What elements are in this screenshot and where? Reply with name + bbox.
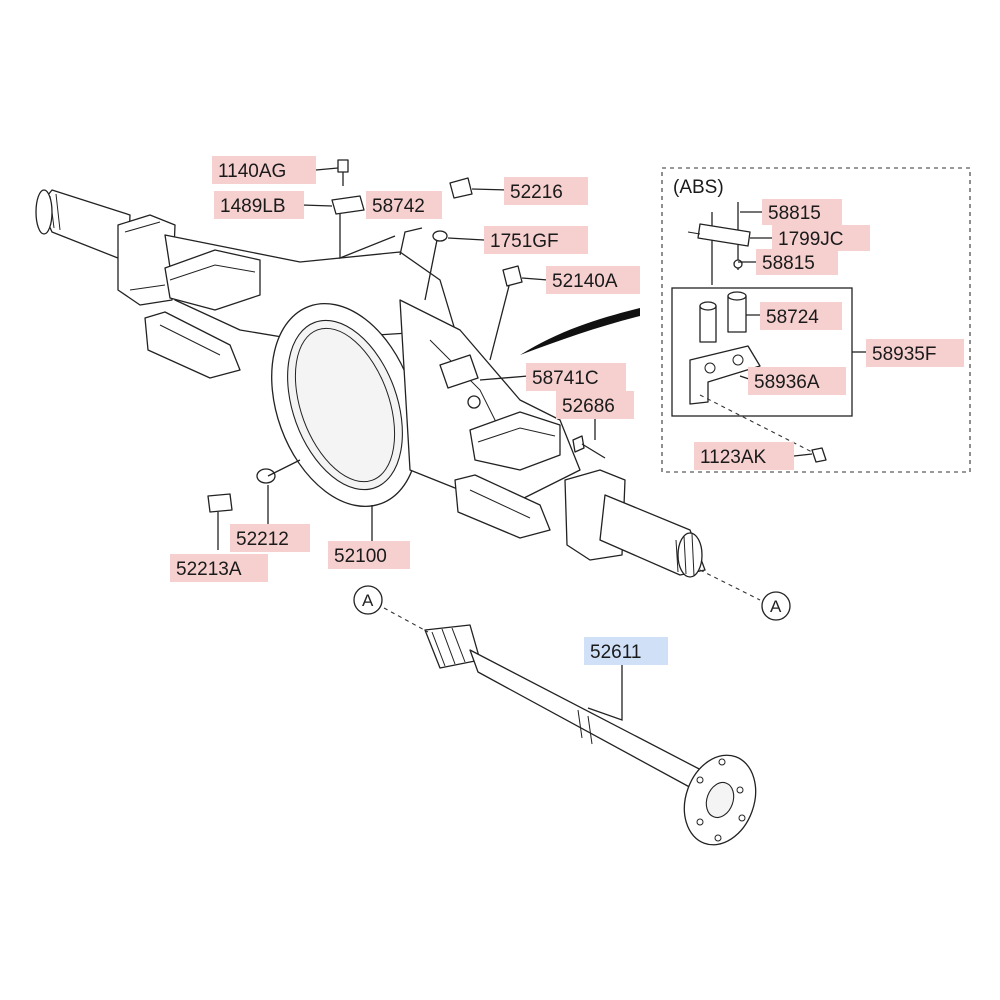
part-label-52212[interactable]: 52212 — [230, 524, 310, 552]
svg-text:A: A — [770, 597, 782, 616]
svg-text:1140AG: 1140AG — [218, 161, 286, 182]
part-label-52686[interactable]: 52686 — [556, 391, 634, 419]
part-label-58815-top[interactable]: 58815 — [762, 199, 842, 225]
part-label-58741c[interactable]: 58741C — [526, 363, 626, 391]
part-label-58936a[interactable]: 58936A — [748, 367, 846, 395]
part-label-52140a[interactable]: 52140A — [546, 266, 640, 294]
part-label-58742[interactable]: 58742 — [366, 191, 442, 219]
part-label-1489lb[interactable]: 1489LB — [214, 191, 304, 219]
svg-text:A: A — [362, 591, 374, 610]
svg-text:58741C: 58741C — [532, 368, 599, 389]
svg-text:52686: 52686 — [562, 396, 615, 417]
axle-housing-drawing — [35, 159, 706, 578]
svg-text:52213A: 52213A — [176, 559, 242, 580]
part-label-58724[interactable]: 58724 — [760, 302, 842, 330]
part-label-1123ak[interactable]: 1123AK — [694, 442, 794, 470]
svg-text:52611: 52611 — [590, 642, 641, 663]
svg-text:58815: 58815 — [768, 203, 821, 224]
part-label-58935f[interactable]: 58935F — [866, 339, 964, 367]
svg-text:1751GF: 1751GF — [490, 231, 559, 252]
reference-marker-a-left: A — [353, 585, 429, 633]
svg-text:52140A: 52140A — [552, 271, 618, 292]
svg-text:52216: 52216 — [510, 182, 563, 203]
abs-group-label: (ABS) — [673, 177, 724, 198]
part-label-1751gf[interactable]: 1751GF — [484, 226, 588, 254]
abs-inset: (ABS) — [661, 167, 971, 473]
part-label-52213a[interactable]: 52213A — [170, 554, 268, 582]
part-label-1799jc[interactable]: 1799JC — [772, 225, 870, 251]
svg-text:58724: 58724 — [766, 307, 819, 328]
svg-text:58815: 58815 — [762, 253, 815, 274]
part-label-52100[interactable]: 52100 — [328, 541, 410, 569]
svg-text:58742: 58742 — [372, 196, 425, 217]
reference-marker-a-right: A — [699, 569, 791, 621]
part-label-52216[interactable]: 52216 — [504, 177, 588, 205]
svg-text:1799JC: 1799JC — [778, 229, 844, 250]
axle-shaft-drawing — [424, 624, 757, 846]
part-label-52611[interactable]: 52611 — [584, 637, 668, 665]
part-label-1140ag[interactable]: 1140AG — [212, 156, 316, 184]
svg-text:52212: 52212 — [236, 529, 289, 550]
part-label-58815-bottom[interactable]: 58815 — [756, 249, 838, 275]
svg-text:1489LB: 1489LB — [220, 196, 286, 217]
svg-text:58935F: 58935F — [872, 344, 936, 365]
svg-text:58936A: 58936A — [754, 372, 820, 393]
svg-text:52100: 52100 — [334, 546, 387, 567]
svg-text:1123AK: 1123AK — [700, 447, 767, 468]
